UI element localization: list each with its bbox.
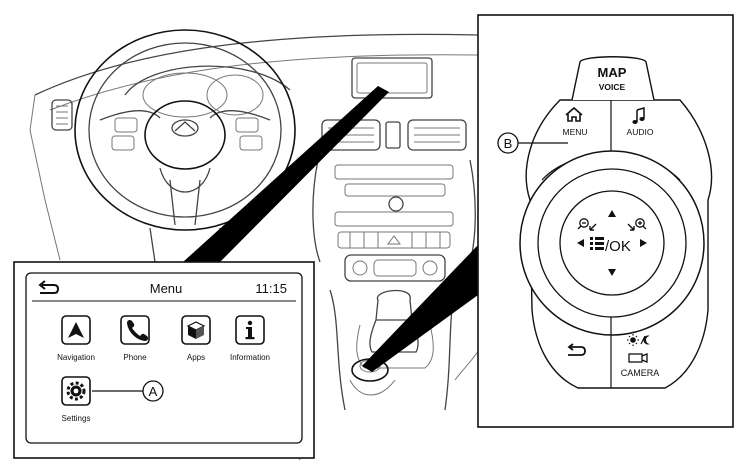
camera-button[interactable]: CAMERA	[621, 334, 660, 378]
settings-gear-icon	[66, 381, 86, 401]
music-note-icon	[632, 107, 645, 124]
right-arrow-icon	[640, 239, 647, 247]
map-voice-button[interactable]: MAP VOICE	[571, 56, 655, 101]
left-air-vent	[51, 99, 73, 131]
controller-inset: MAP VOICE MENU AUDIO B	[477, 14, 734, 428]
menu-screen	[25, 272, 303, 444]
information-icon	[245, 320, 255, 340]
menu-button[interactable]: MENU	[562, 106, 588, 137]
map-label: MAP	[598, 65, 627, 80]
controller-center-button[interactable]	[559, 190, 665, 296]
menu-label: MENU	[562, 127, 587, 137]
steering-wheel	[74, 29, 296, 263]
callout-a-label: A	[149, 384, 158, 399]
home-icon	[565, 106, 583, 122]
apps-cube-icon	[186, 321, 206, 339]
app-label-information: Information	[230, 353, 270, 362]
back-icon[interactable]	[38, 280, 60, 294]
screen-inset: Menu 11:15 Navigation Phone Apps	[13, 261, 315, 459]
center-vent-right	[407, 119, 467, 151]
day-night-icon	[627, 334, 650, 346]
list-icon	[590, 237, 604, 250]
screen-clock: 11:15	[255, 281, 287, 296]
audio-label: AUDIO	[627, 127, 654, 137]
pointer-wedges	[183, 86, 478, 372]
controller-back-button[interactable]	[567, 343, 586, 356]
app-apps[interactable]: Apps	[181, 315, 211, 362]
navigation-arrow-icon	[68, 322, 84, 338]
dashboard-line-art	[29, 29, 484, 461]
app-label-settings: Settings	[62, 414, 91, 423]
ok-label: /OK	[605, 238, 631, 255]
app-information[interactable]: Information	[230, 315, 270, 362]
screen-title: Menu	[150, 281, 183, 296]
left-arrow-icon	[577, 239, 584, 247]
controller-pointer-wedge	[362, 245, 478, 372]
zoom-in-icon	[635, 218, 647, 230]
camera-icon	[628, 353, 648, 363]
infiniti-logo	[171, 119, 199, 137]
app-label-navigation: Navigation	[57, 353, 95, 362]
screen-pointer-wedge	[183, 86, 389, 262]
app-settings[interactable]: Settings	[61, 376, 91, 423]
callout-b-label: B	[504, 136, 513, 151]
app-label-phone: Phone	[123, 353, 147, 362]
back-icon	[567, 343, 586, 356]
camera-label: CAMERA	[621, 368, 660, 378]
callout-a	[142, 380, 164, 402]
audio-button[interactable]: AUDIO	[627, 107, 654, 137]
upper-display	[351, 57, 433, 99]
phone-handset-icon	[127, 319, 149, 341]
center-knob	[388, 196, 404, 212]
up-arrow-icon	[608, 210, 616, 217]
down-arrow-icon	[608, 269, 616, 276]
app-phone[interactable]: Phone	[120, 315, 150, 362]
app-navigation[interactable]: Navigation	[57, 315, 95, 362]
app-label-apps: Apps	[187, 353, 205, 362]
zoom-out-icon	[577, 218, 589, 230]
voice-label: VOICE	[599, 82, 626, 92]
